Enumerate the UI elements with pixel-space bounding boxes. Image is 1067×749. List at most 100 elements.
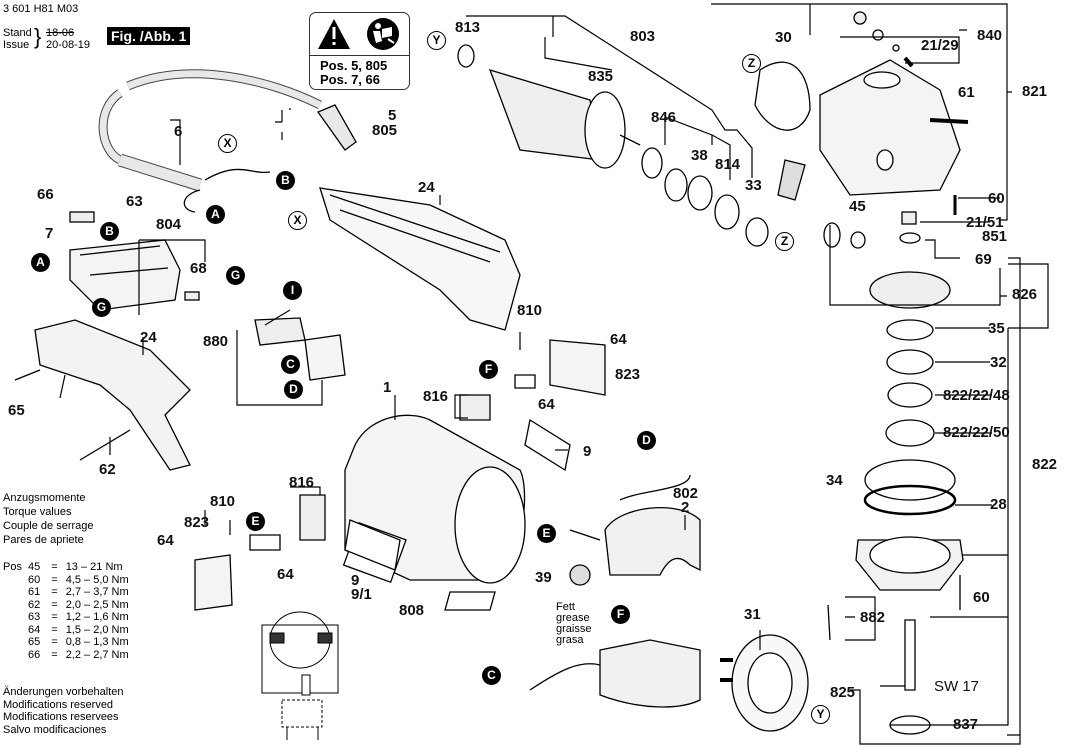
rear-handle-drawing xyxy=(319,187,521,331)
part-label-803: 803 xyxy=(630,28,656,45)
torque-title-en: Torque values xyxy=(3,506,72,518)
spindle-stack-drawing xyxy=(827,271,964,735)
part-label-28: 28 xyxy=(990,496,1007,513)
torque-pos: 64 xyxy=(28,623,41,636)
torque-pos-label: Pos xyxy=(3,561,22,573)
part-label-810-top: 810 xyxy=(517,302,543,319)
torque-range: 1,5 – 2,0 Nm xyxy=(65,623,129,636)
connector-marker-d-coil: D xyxy=(637,431,656,450)
disclaimer: Änderungen vorbehalten Modifications res… xyxy=(3,686,123,736)
torque-row: 65=0,8 – 1,3 Nm xyxy=(3,636,132,649)
power-cord-drawing xyxy=(98,69,357,213)
connector-marker-e-coil: E xyxy=(537,524,556,543)
brace-icon: } xyxy=(34,24,42,49)
torque-row: 61 = 2,7 – 3,7 Nm xyxy=(3,586,132,599)
connector-marker-f-brush: F xyxy=(479,360,498,379)
part-label-9-top: 9 xyxy=(583,443,592,460)
part-label-825: 825 xyxy=(830,684,856,701)
side-handle-drawing xyxy=(14,319,191,471)
part-label-60-top: 60 xyxy=(988,190,1005,207)
gear-head-drawing xyxy=(754,11,969,249)
torque-pos: 45 xyxy=(28,561,41,573)
torque-range: 2,2 – 2,7 Nm xyxy=(65,648,129,661)
torque-pos-label xyxy=(3,611,28,624)
part-label-814: 814 xyxy=(715,156,741,173)
part-label-24-rear-handle: 24 xyxy=(418,179,435,196)
torque-equals: = xyxy=(51,623,58,636)
connector-marker-e-brush: E xyxy=(246,512,265,531)
connector-marker-b-cord: B xyxy=(276,171,295,190)
part-label-802: 802 xyxy=(673,485,699,502)
part-label-35: 35 xyxy=(988,320,1005,337)
part-label-880: 880 xyxy=(203,333,229,350)
part-label-60-bottom: 60 xyxy=(973,589,990,606)
part-label-68: 68 xyxy=(190,260,207,277)
part-label-9-bottom: 9 xyxy=(351,572,360,589)
torque-pos: 62 xyxy=(28,598,41,611)
part-label-823-top: 823 xyxy=(615,366,641,383)
warning-pos-line-1: Pos. 5, 805 xyxy=(320,58,388,73)
connector-marker-z-top: Z xyxy=(742,54,761,73)
disclaimer-en: Modifications reserved xyxy=(3,698,114,711)
part-label-64-top: 64 xyxy=(610,331,627,348)
torque-range: 2,7 – 3,7 Nm xyxy=(65,586,129,598)
torque-equals: = xyxy=(51,636,58,648)
part-label-7: 7 xyxy=(45,225,54,242)
warning-triangle-icon xyxy=(318,19,350,49)
switch-assembly-drawing xyxy=(69,211,200,311)
torque-row: 66=2,2 – 2,7 Nm xyxy=(3,649,132,662)
part-label-816-top: 816 xyxy=(423,388,449,405)
part-label-69: 69 xyxy=(975,251,992,268)
disclaimer-de: Änderungen vorbehalten xyxy=(3,686,124,698)
part-label-822: 822 xyxy=(1032,456,1058,473)
grease-note-en: grease xyxy=(556,612,590,624)
part-label-21-29: 21/29 xyxy=(921,37,959,54)
part-label-6: 6 xyxy=(174,123,183,140)
torque-pos-label xyxy=(3,624,28,637)
part-label-808: 808 xyxy=(399,602,425,619)
torque-pos-label xyxy=(3,636,28,649)
warning-icons xyxy=(318,18,399,50)
torque-range: 13 – 21 Nm xyxy=(65,561,123,573)
document-number: 3 601 H81 M03 xyxy=(3,3,79,15)
torque-pos: 61 xyxy=(28,586,41,598)
connector-marker-g-wire: G xyxy=(226,266,245,285)
part-label-882: 882 xyxy=(860,609,886,626)
part-label-821: 821 xyxy=(1022,83,1048,100)
connector-marker-z-bottom: Z xyxy=(775,232,794,251)
part-label-851: 851 xyxy=(982,228,1008,245)
brush-holder-drawing xyxy=(194,339,606,611)
connector-marker-y-bottom: Y xyxy=(811,705,830,724)
connector-marker-a-left: A xyxy=(31,253,50,272)
torque-range: 0,8 – 1,3 Nm xyxy=(65,636,129,648)
torque-pos: 60 xyxy=(28,573,41,586)
part-label-32: 32 xyxy=(990,354,1007,371)
part-label-2: 2 xyxy=(681,499,690,516)
part-label-33: 33 xyxy=(745,177,762,194)
part-label-822-22-48: 822/22/48 xyxy=(943,387,1010,404)
bearing-parts-drawing xyxy=(641,147,806,247)
part-label-835: 835 xyxy=(588,68,614,85)
connector-marker-x-cord: X xyxy=(218,134,237,153)
field-coil-drawing xyxy=(529,474,701,708)
torque-pos-label xyxy=(3,599,28,612)
torque-equals: = xyxy=(51,586,58,598)
end-cap-drawing xyxy=(720,634,809,732)
grease-note-es: grasa xyxy=(556,634,584,646)
stand-label: Stand xyxy=(3,27,32,39)
torque-row: 64 = 1,5 – 2,0 Nm xyxy=(3,624,132,637)
torque-pos-label xyxy=(3,649,28,662)
torque-pos: 63 xyxy=(28,611,41,623)
grease-note-fr: graisse xyxy=(556,623,592,635)
part-label-9-1: 9/1 xyxy=(351,586,372,603)
part-label-64-bottom: 64 xyxy=(277,566,294,583)
part-label-64-mid: 64 xyxy=(538,396,555,413)
warning-separator xyxy=(310,55,409,56)
connector-marker-g-switch: G xyxy=(92,298,111,317)
issue-date: 20-08-19 xyxy=(46,39,91,51)
connector-marker-x-handle: X xyxy=(288,211,307,230)
part-label-826: 826 xyxy=(1012,286,1038,303)
spanner-size-label: SW 17 xyxy=(934,678,980,695)
